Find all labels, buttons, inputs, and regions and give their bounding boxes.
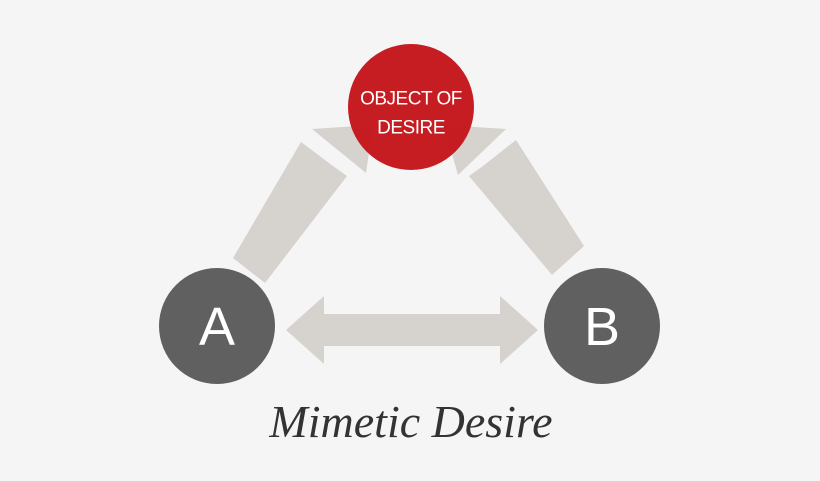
object-of-desire-node: OBJECT OF DESIRE [348, 44, 474, 170]
person-b-circle [544, 268, 660, 384]
object-label-line2: DESIRE [377, 118, 445, 139]
person-a-circle [159, 268, 275, 384]
arrow-b-to-object [444, 125, 584, 275]
person-b-label: B [584, 297, 620, 357]
arrow-a-to-object [233, 125, 373, 283]
diagram-caption: Mimetic Desire [268, 396, 552, 447]
object-label-line1: OBJECT OF [360, 89, 462, 110]
person-b-node: B [544, 268, 660, 384]
person-a-node: A [159, 268, 275, 384]
arrow-a-b-bidirectional [286, 296, 538, 364]
person-a-label: A [199, 297, 235, 357]
object-of-desire-circle [348, 44, 474, 170]
